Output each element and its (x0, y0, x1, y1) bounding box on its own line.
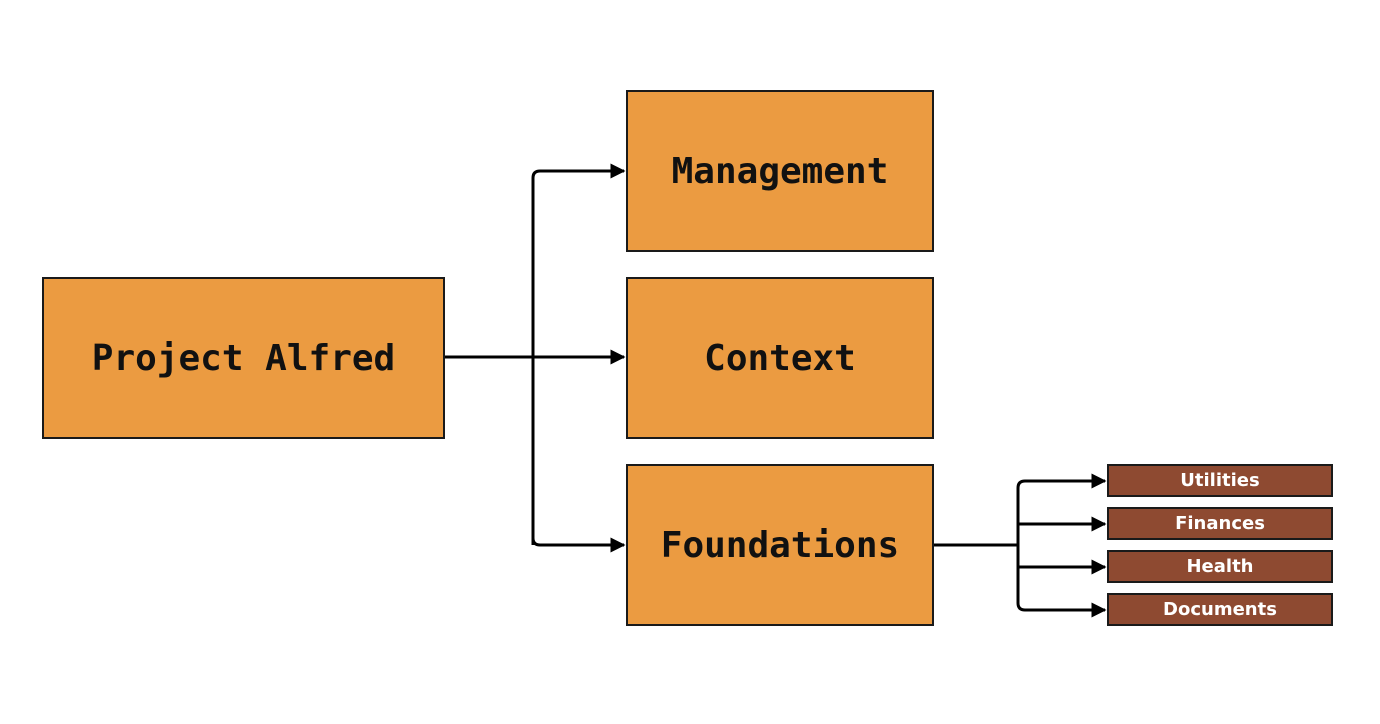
leaf-finances: Finances (1107, 507, 1333, 540)
node-label: Management (671, 150, 889, 192)
leaf-documents: Documents (1107, 593, 1333, 626)
node-label: Context (704, 337, 856, 379)
leaf-health: Health (1107, 550, 1333, 583)
connector-leaf-trunk-vertical (1016, 479, 1026, 603)
leaf-label: Health (1186, 556, 1254, 577)
node-project-alfred: Project Alfred (42, 277, 445, 439)
node-management: Management (626, 90, 934, 252)
leaf-label: Documents (1163, 599, 1277, 620)
node-foundations: Foundations (626, 464, 934, 626)
node-label: Foundations (660, 524, 900, 566)
leaf-utilities: Utilities (1107, 464, 1333, 497)
node-context: Context (626, 277, 934, 439)
leaf-label: Finances (1175, 513, 1265, 534)
connector-trunk-vertical (531, 169, 541, 545)
leaf-label: Utilities (1180, 470, 1260, 491)
connector-to-documents (1016, 602, 1107, 618)
connector-to-foundations (531, 537, 626, 553)
node-label: Project Alfred (91, 337, 396, 379)
